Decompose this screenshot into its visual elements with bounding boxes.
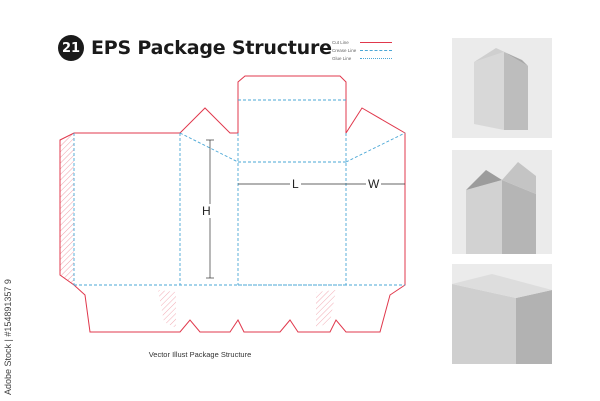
crease-lines bbox=[73, 99, 406, 286]
legend-cut: Cut Line bbox=[332, 38, 392, 46]
box-closed-photo bbox=[452, 38, 552, 138]
legend-cut-label: Cut Line bbox=[332, 39, 349, 45]
page-title: EPS Package Structure bbox=[91, 37, 332, 59]
diagram-caption: Vector Illust Package Structure bbox=[148, 350, 252, 359]
glue-flap-hatch bbox=[60, 133, 74, 285]
box-side-photo bbox=[452, 264, 552, 364]
bottom-glue-area-1 bbox=[158, 290, 176, 328]
legend-glue: Glue Line bbox=[332, 54, 392, 62]
legend-crease-swatch bbox=[360, 49, 392, 51]
legend-glue-label: Glue Line bbox=[332, 55, 352, 61]
stock-watermark: Adobe Stock | #154891357 9 bbox=[3, 279, 13, 395]
height-label: H bbox=[201, 204, 212, 218]
box-side-illustration bbox=[452, 274, 552, 364]
box-closed-illustration bbox=[474, 48, 528, 130]
box-open-illustration bbox=[466, 162, 536, 254]
legend-cut-swatch bbox=[360, 41, 392, 43]
number-badge: 21 bbox=[58, 35, 84, 61]
header: 21 EPS Package Structure bbox=[58, 34, 332, 62]
legend-crease-label: Crease Line bbox=[332, 47, 357, 53]
width-label: W bbox=[366, 177, 382, 191]
bottom-glue-area-2 bbox=[316, 290, 336, 328]
legend-glue-swatch bbox=[360, 57, 392, 59]
cut-outline bbox=[59, 75, 406, 333]
box-open-lid-photo bbox=[452, 150, 552, 254]
line-legend: Cut Line Crease Line Glue Line bbox=[332, 38, 392, 62]
dieline-diagram bbox=[59, 75, 406, 333]
length-label: L bbox=[290, 177, 301, 191]
legend-crease: Crease Line bbox=[332, 46, 392, 54]
